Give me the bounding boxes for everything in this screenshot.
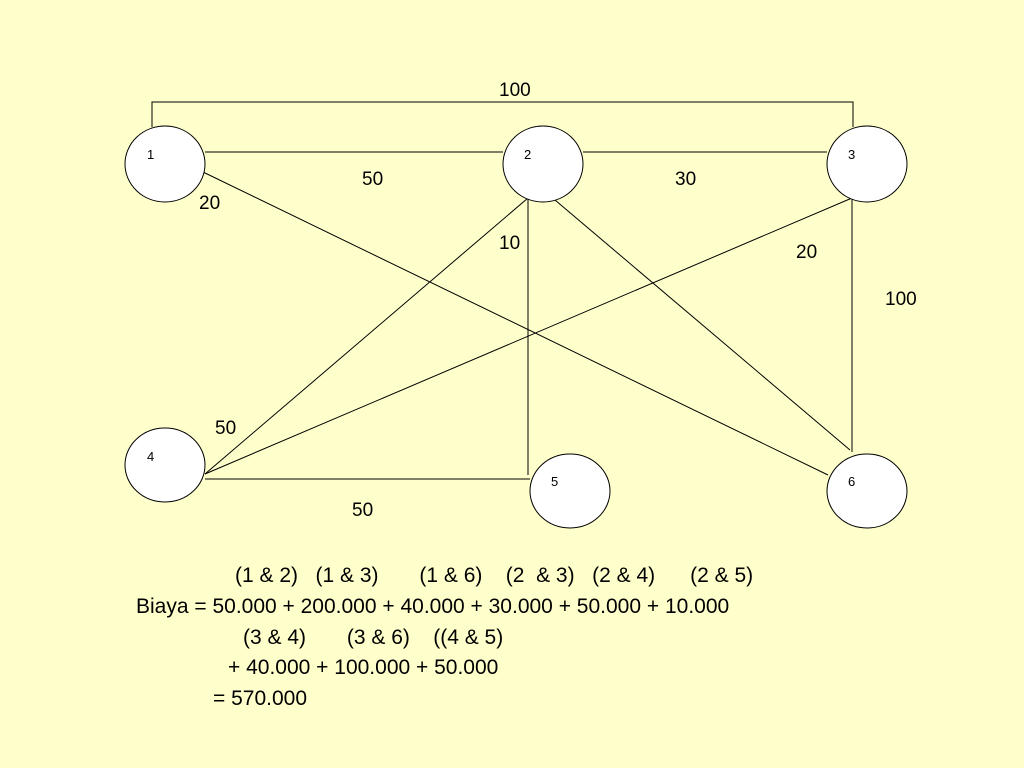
weight-label-2-5: 10	[499, 233, 520, 254]
weight-label-1-2: 50	[362, 169, 383, 190]
node-4: 4	[124, 427, 206, 503]
weight-label-1-6: 20	[199, 193, 220, 214]
calc-cost-row-1: Biaya = 50.000 + 200.000 + 40.000 + 30.0…	[136, 595, 730, 618]
node-2-label: 2	[524, 147, 531, 162]
weight-label-4-5: 50	[352, 500, 373, 521]
edge-1-6	[202, 171, 829, 476]
node-3-label: 3	[848, 147, 855, 162]
node-6-label: 6	[848, 474, 855, 489]
node-4-label: 4	[147, 449, 154, 464]
node-2: 2	[502, 125, 584, 203]
node-1-label: 1	[147, 147, 154, 162]
weight-label-2-3: 30	[675, 169, 696, 190]
edge-2-4	[204, 197, 529, 475]
edge-2-6	[554, 199, 851, 451]
node-5: 5	[529, 453, 611, 529]
weight-label-2-4: 50	[215, 418, 236, 439]
node-5-label: 5	[551, 474, 558, 489]
weight-label-1-3: 100	[499, 80, 531, 101]
weight-label-3-4: 20	[796, 242, 817, 263]
edge-3-4	[204, 197, 853, 475]
network-graph: 1 2 3 4 5 6 100 50 30 20 10 20 100 50 50	[124, 80, 917, 529]
node-3: 3	[826, 125, 908, 203]
node-6: 6	[826, 453, 908, 529]
calc-total: = 570.000	[213, 687, 308, 710]
node-1: 1	[124, 125, 206, 203]
edge-1-3	[151, 101, 854, 127]
weight-label-3-6: 100	[885, 289, 917, 310]
calc-edge-pairs-row-1: (1 & 2) (1 & 3) (1 & 6) (2 & 3) (2 & 4) …	[235, 564, 754, 587]
calc-edge-pairs-row-2: (3 & 4) (3 & 6) ((4 & 5)	[243, 626, 504, 649]
calc-cost-row-2: + 40.000 + 100.000 + 50.000	[228, 656, 499, 679]
